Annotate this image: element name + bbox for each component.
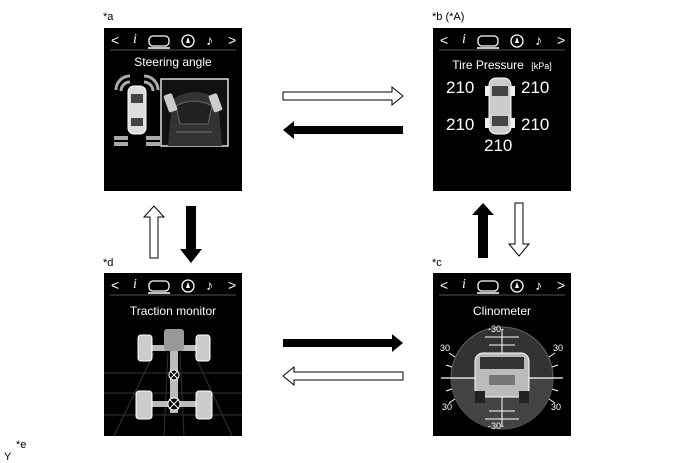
chevron-left-icon[interactable]: < — [440, 277, 449, 293]
drivetrain-icon — [135, 329, 213, 420]
screen-title: Tire Pressure [kPa] — [433, 58, 571, 72]
music-icon[interactable]: ♪ — [535, 277, 542, 293]
chevron-left-icon[interactable]: < — [111, 277, 120, 293]
arrow-a-to-d — [180, 206, 202, 263]
tire-spare: 210 — [484, 136, 513, 155]
compass-icon — [510, 34, 524, 48]
info-icon[interactable]: i — [462, 32, 466, 47]
menu-bar: < i ♪ > — [104, 32, 242, 48]
chevron-right-icon[interactable]: > — [557, 277, 566, 293]
vehicle-rear-icon — [474, 352, 530, 403]
label-b: *b (*A) — [432, 11, 465, 23]
menu-bar: < i ♪ > — [433, 32, 571, 48]
screen-clinometer: < i ♪ > — [433, 273, 571, 436]
clinometer-graphics — [439, 279, 565, 430]
chevron-right-icon[interactable]: > — [228, 277, 237, 293]
arrow-b-to-a — [283, 121, 403, 139]
tire-front-right: 210 — [521, 78, 550, 97]
tire-title: Tire Pressure — [452, 58, 524, 72]
label-d: *d — [103, 257, 114, 269]
traction-graphics — [104, 279, 242, 436]
chevron-left-icon[interactable]: < — [440, 32, 449, 48]
car-icon — [148, 35, 170, 47]
compass-icon — [181, 279, 195, 293]
compass-icon — [510, 279, 524, 293]
tire-graphics — [439, 34, 565, 135]
label-e: *e — [16, 439, 27, 451]
screen-traction-monitor: < i ♪ > — [104, 273, 242, 436]
car-topdown-icon — [127, 85, 147, 135]
tire-rear-right: 210 — [521, 115, 550, 134]
tire-rear-left: 210 — [446, 115, 475, 134]
arrow-a-to-b — [282, 85, 404, 107]
info-icon[interactable]: i — [133, 32, 137, 47]
arrow-c-to-b — [472, 203, 494, 258]
roll-left-bottom-label: 30 — [442, 402, 453, 412]
arrow-d-to-a — [142, 205, 166, 259]
screen-title: Clinometer — [472, 304, 532, 318]
steering-graphics — [110, 34, 236, 147]
arrow-b-to-c — [507, 202, 531, 257]
menu-bar: < i ♪ > — [433, 277, 571, 293]
roll-right-bottom-label: 30 — [551, 402, 562, 412]
chevron-left-icon[interactable]: < — [111, 32, 120, 48]
label-a: *a — [103, 11, 114, 23]
info-icon[interactable]: i — [462, 277, 466, 292]
arrow-c-to-d — [282, 365, 404, 387]
screen-title: Traction monitor — [129, 304, 217, 318]
music-icon[interactable]: ♪ — [206, 32, 213, 48]
music-icon[interactable]: ♪ — [206, 277, 213, 293]
arrow-d-to-c — [283, 334, 403, 352]
roll-left-top-label: 30 — [440, 343, 451, 353]
tire-unit: [kPa] — [531, 61, 552, 71]
roll-right-top-label: 30 — [553, 343, 564, 353]
screen-title: Steering angle — [134, 55, 212, 69]
pitch-bottom-label: -30- — [488, 421, 505, 431]
pitch-top-label: -30- — [488, 324, 505, 334]
compass-icon — [181, 34, 195, 48]
info-icon[interactable]: i — [133, 277, 137, 292]
screen-tire-pressure: < i ♪ > Tire Pressure [kPa] 210 210 210 … — [433, 28, 571, 191]
label-y: Y — [4, 451, 12, 463]
menu-bar: < i ♪ > — [104, 277, 242, 293]
label-c: *c — [432, 257, 442, 269]
chevron-right-icon[interactable]: > — [557, 32, 566, 48]
music-icon[interactable]: ♪ — [535, 32, 542, 48]
chevron-right-icon[interactable]: > — [228, 32, 237, 48]
tire-front-left: 210 — [446, 78, 475, 97]
car-topdown-icon — [485, 77, 515, 135]
screen-steering-angle: < i ♪ > Steering an — [104, 28, 242, 191]
